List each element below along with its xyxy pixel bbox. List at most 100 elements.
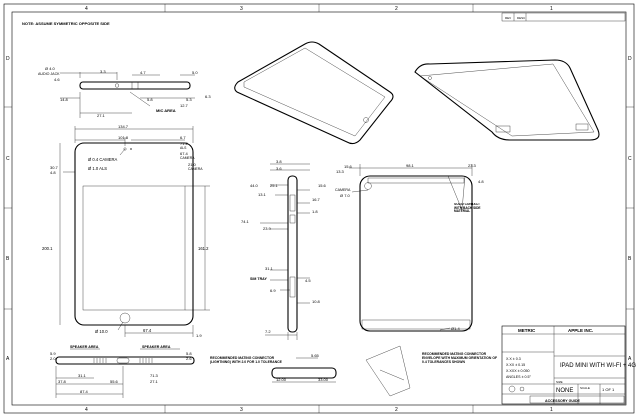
title-tol1: X.X ± 0.3: [506, 357, 521, 361]
front-dim-height: 200.1: [42, 246, 53, 251]
zone-ticks: [4, 4, 634, 413]
back-dim-b1: 15.6: [344, 164, 353, 169]
side-dim-s13: 6.9: [270, 288, 276, 293]
front-dim-home-y: 1.9: [196, 333, 202, 338]
zone-top-2: 2: [395, 6, 398, 12]
front-dim-cam-r1: 6.7: [180, 135, 186, 140]
title-scale-label: SCALE: [580, 386, 590, 390]
zone-side-d: D: [6, 56, 10, 62]
top-edge-view: [60, 72, 195, 118]
top-dim-d4: 4.7: [140, 70, 146, 75]
bottom-dim-l3: 31.1: [78, 373, 87, 378]
top-dim-d3: 3.3: [100, 69, 106, 74]
side-dim-s9: 74.1: [241, 219, 250, 224]
side-dim-s6: 15.6: [318, 183, 327, 188]
side-dim-s14: 7.2: [265, 329, 271, 334]
connector-note2: RECOMMENDED MATING CONNECTOR ENVELOPE WI…: [422, 352, 498, 365]
zone-top-3: 3: [240, 6, 243, 12]
zone-side-c: C: [6, 156, 10, 162]
revision-box: [501, 12, 626, 22]
side-dim-s15: 10.8: [312, 299, 321, 304]
bottom-dim-l4: 37.8: [58, 379, 67, 384]
zone-bottom-1: 1: [550, 407, 553, 413]
side-dim-s10: 23.9: [263, 226, 272, 231]
back-dim-b7: Ø 7.0: [340, 193, 351, 198]
zone-bottom-4: 4: [85, 407, 88, 413]
back-dim-b8: Ø1.4: [451, 326, 460, 331]
iso-view-front: [234, 41, 394, 145]
back-antenna-note-box: SOLID CONTACT WITH BACK SIDE MATERIAL: [454, 203, 481, 214]
title-sheet: 1 OF 1: [602, 387, 615, 392]
revision-col-rev: REV: [505, 16, 511, 20]
back-dim-b4: 23.3: [468, 163, 477, 168]
front-dim-cam-r3-label: CAMERA: [180, 156, 195, 160]
connector-dim-a: 5.65: [311, 353, 320, 358]
top-dim-d9: 12.7: [180, 103, 189, 108]
side-dim-s7: 16.7: [312, 197, 321, 202]
side-sim-tray-label: SIM TRAY: [250, 277, 267, 281]
top-dim-audio-label: AUDIO JACK: [38, 72, 60, 76]
title-angle: ANGLES ± 0.5°: [506, 375, 532, 379]
connector-note2-box: RECOMMENDED MATING CONNECTOR ENVELOPE WI…: [422, 352, 498, 365]
sheet-note: NOTE: ASSUME SYMMETRIC OPPOSITE SIDE: [22, 21, 110, 26]
front-dim-cam-r4: 21.0: [188, 162, 197, 167]
side-dim-s2: 3.6: [276, 166, 282, 171]
title-scale: NONE: [556, 388, 573, 394]
title-tol2: X.XX ± 0.15: [506, 363, 525, 367]
bottom-dim-l7: 27.1: [150, 379, 159, 384]
back-dim-b2: 13.3: [336, 169, 345, 174]
zone-bottom-3: 3: [240, 407, 243, 413]
title-block: [501, 325, 626, 405]
front-dim-home-x: 67.4: [143, 328, 152, 333]
bottom-dim-l1: 5.9: [50, 351, 56, 356]
back-dim-b3: 98.1: [406, 163, 415, 168]
bottom-dim-l5: 55.6: [110, 379, 119, 384]
front-dim-width: 134.7: [118, 124, 129, 129]
back-view: [349, 164, 473, 332]
zone-side-a-right: A: [628, 356, 632, 362]
top-dim-d2: 4.6: [54, 77, 60, 82]
bottom-dim-l8: 87.4: [80, 389, 89, 394]
connector-detail: [271, 345, 411, 397]
back-dim-b5: 4.8: [478, 179, 484, 184]
bottom-dim-l6: 71.3: [150, 373, 159, 378]
top-dim-d5: 5.0: [192, 70, 198, 75]
side-dim-s8: 1.8: [312, 209, 318, 214]
zone-side-a: A: [6, 356, 10, 362]
front-dim-side-top: 30.7: [50, 165, 59, 170]
back-antenna-note: SOLID CONTACT WITH BACK SIDE MATERIAL: [454, 203, 481, 214]
side-view: [260, 163, 310, 340]
side-dim-s3: 44.0: [250, 183, 259, 188]
title-tol3: X.XXX ± 0.050: [506, 369, 530, 373]
connector-dim-c: 33.00: [318, 377, 329, 382]
title-dwg-no: ACCESSORY GUIDE: [545, 399, 581, 403]
connector-note-box: RECOMMENDED MATING CONNECTOR (LIGHTNING)…: [210, 356, 282, 365]
zone-side-b: B: [6, 256, 10, 262]
top-mic-area: MIC AREA: [156, 108, 176, 113]
zone-side-b-right: B: [628, 256, 632, 262]
bottom-dim-r2: 2.6: [186, 356, 192, 361]
iso-view-back: [414, 59, 600, 141]
back-camera-label: CAMERA: [335, 188, 351, 192]
zone-bottom-2: 2: [395, 407, 398, 413]
side-dim-s11: 31.1: [265, 266, 274, 271]
title-company: APPLE INC.: [568, 328, 593, 333]
front-dim-cam-r3: 67.4: [180, 151, 189, 156]
front-dim-screen-h: 161.2: [198, 246, 209, 251]
front-dim-cam-r4-label: CAMERA: [188, 167, 203, 171]
zone-top-4: 4: [85, 6, 88, 12]
title-text: IPAD MINI WITH WI-FI + 4G: [560, 363, 636, 369]
revision-col-desc: DESC: [517, 16, 526, 20]
top-dim-d11: 6.3: [205, 94, 211, 99]
title-metric: METRIC: [518, 328, 536, 333]
front-dim-home-dia: Ø 10.0: [95, 329, 108, 334]
bottom-speaker-left: SPEAKER AREA: [70, 345, 99, 349]
front-dim-cam-r2-label: ALS: [180, 146, 187, 150]
side-dim-s12: 4.5: [305, 278, 311, 283]
bottom-edge-view: [55, 348, 195, 398]
zone-side-c-right: C: [628, 156, 632, 162]
title-size-label: SIZE: [556, 380, 563, 384]
connector-note: RECOMMENDED MATING CONNECTOR (LIGHTNING)…: [210, 356, 282, 365]
